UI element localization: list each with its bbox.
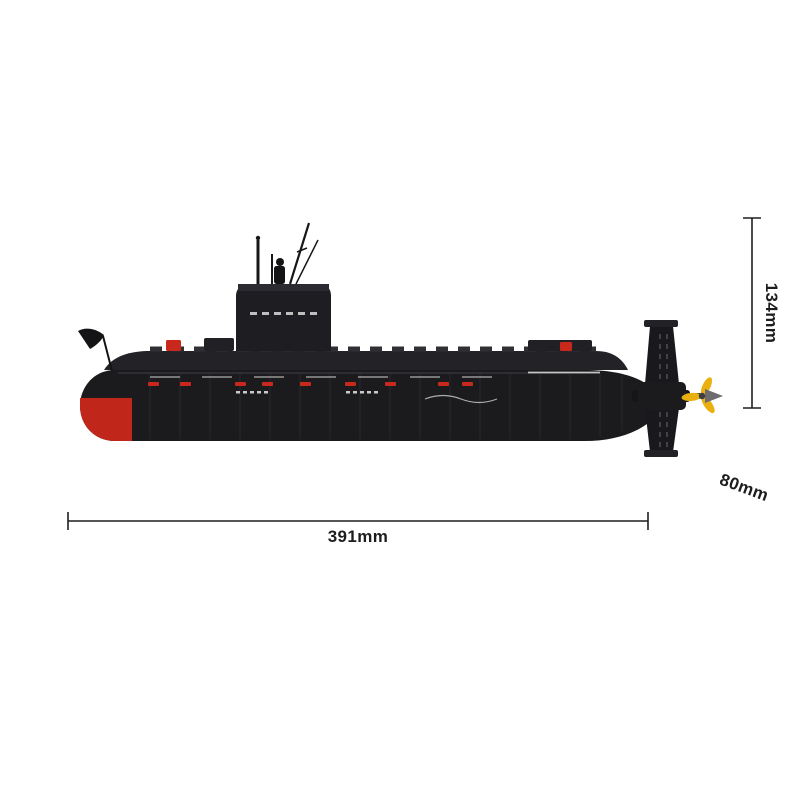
deck-red-box-rear — [560, 342, 572, 351]
length-dimension-label: 391mm — [327, 527, 389, 546]
conning-tower — [236, 284, 331, 351]
bow-nose-red — [80, 398, 132, 441]
dimension-lines — [67, 217, 761, 530]
hull-white-markings — [236, 391, 378, 394]
deck-structure-front — [204, 338, 234, 351]
propeller-cone — [705, 389, 723, 403]
sailor-figure — [274, 258, 285, 284]
height-dimension-label: 134mm — [762, 282, 781, 344]
periscope-masts — [255, 222, 319, 285]
hull-panel-seams — [149, 373, 623, 439]
deck-red-box-front — [166, 340, 181, 351]
hull-red-markers — [148, 382, 473, 386]
wave-decal — [424, 394, 498, 404]
hull — [80, 370, 654, 441]
bow-flag — [78, 328, 113, 372]
stern-fins — [632, 320, 690, 457]
propeller — [681, 377, 723, 414]
deck — [104, 351, 628, 370]
